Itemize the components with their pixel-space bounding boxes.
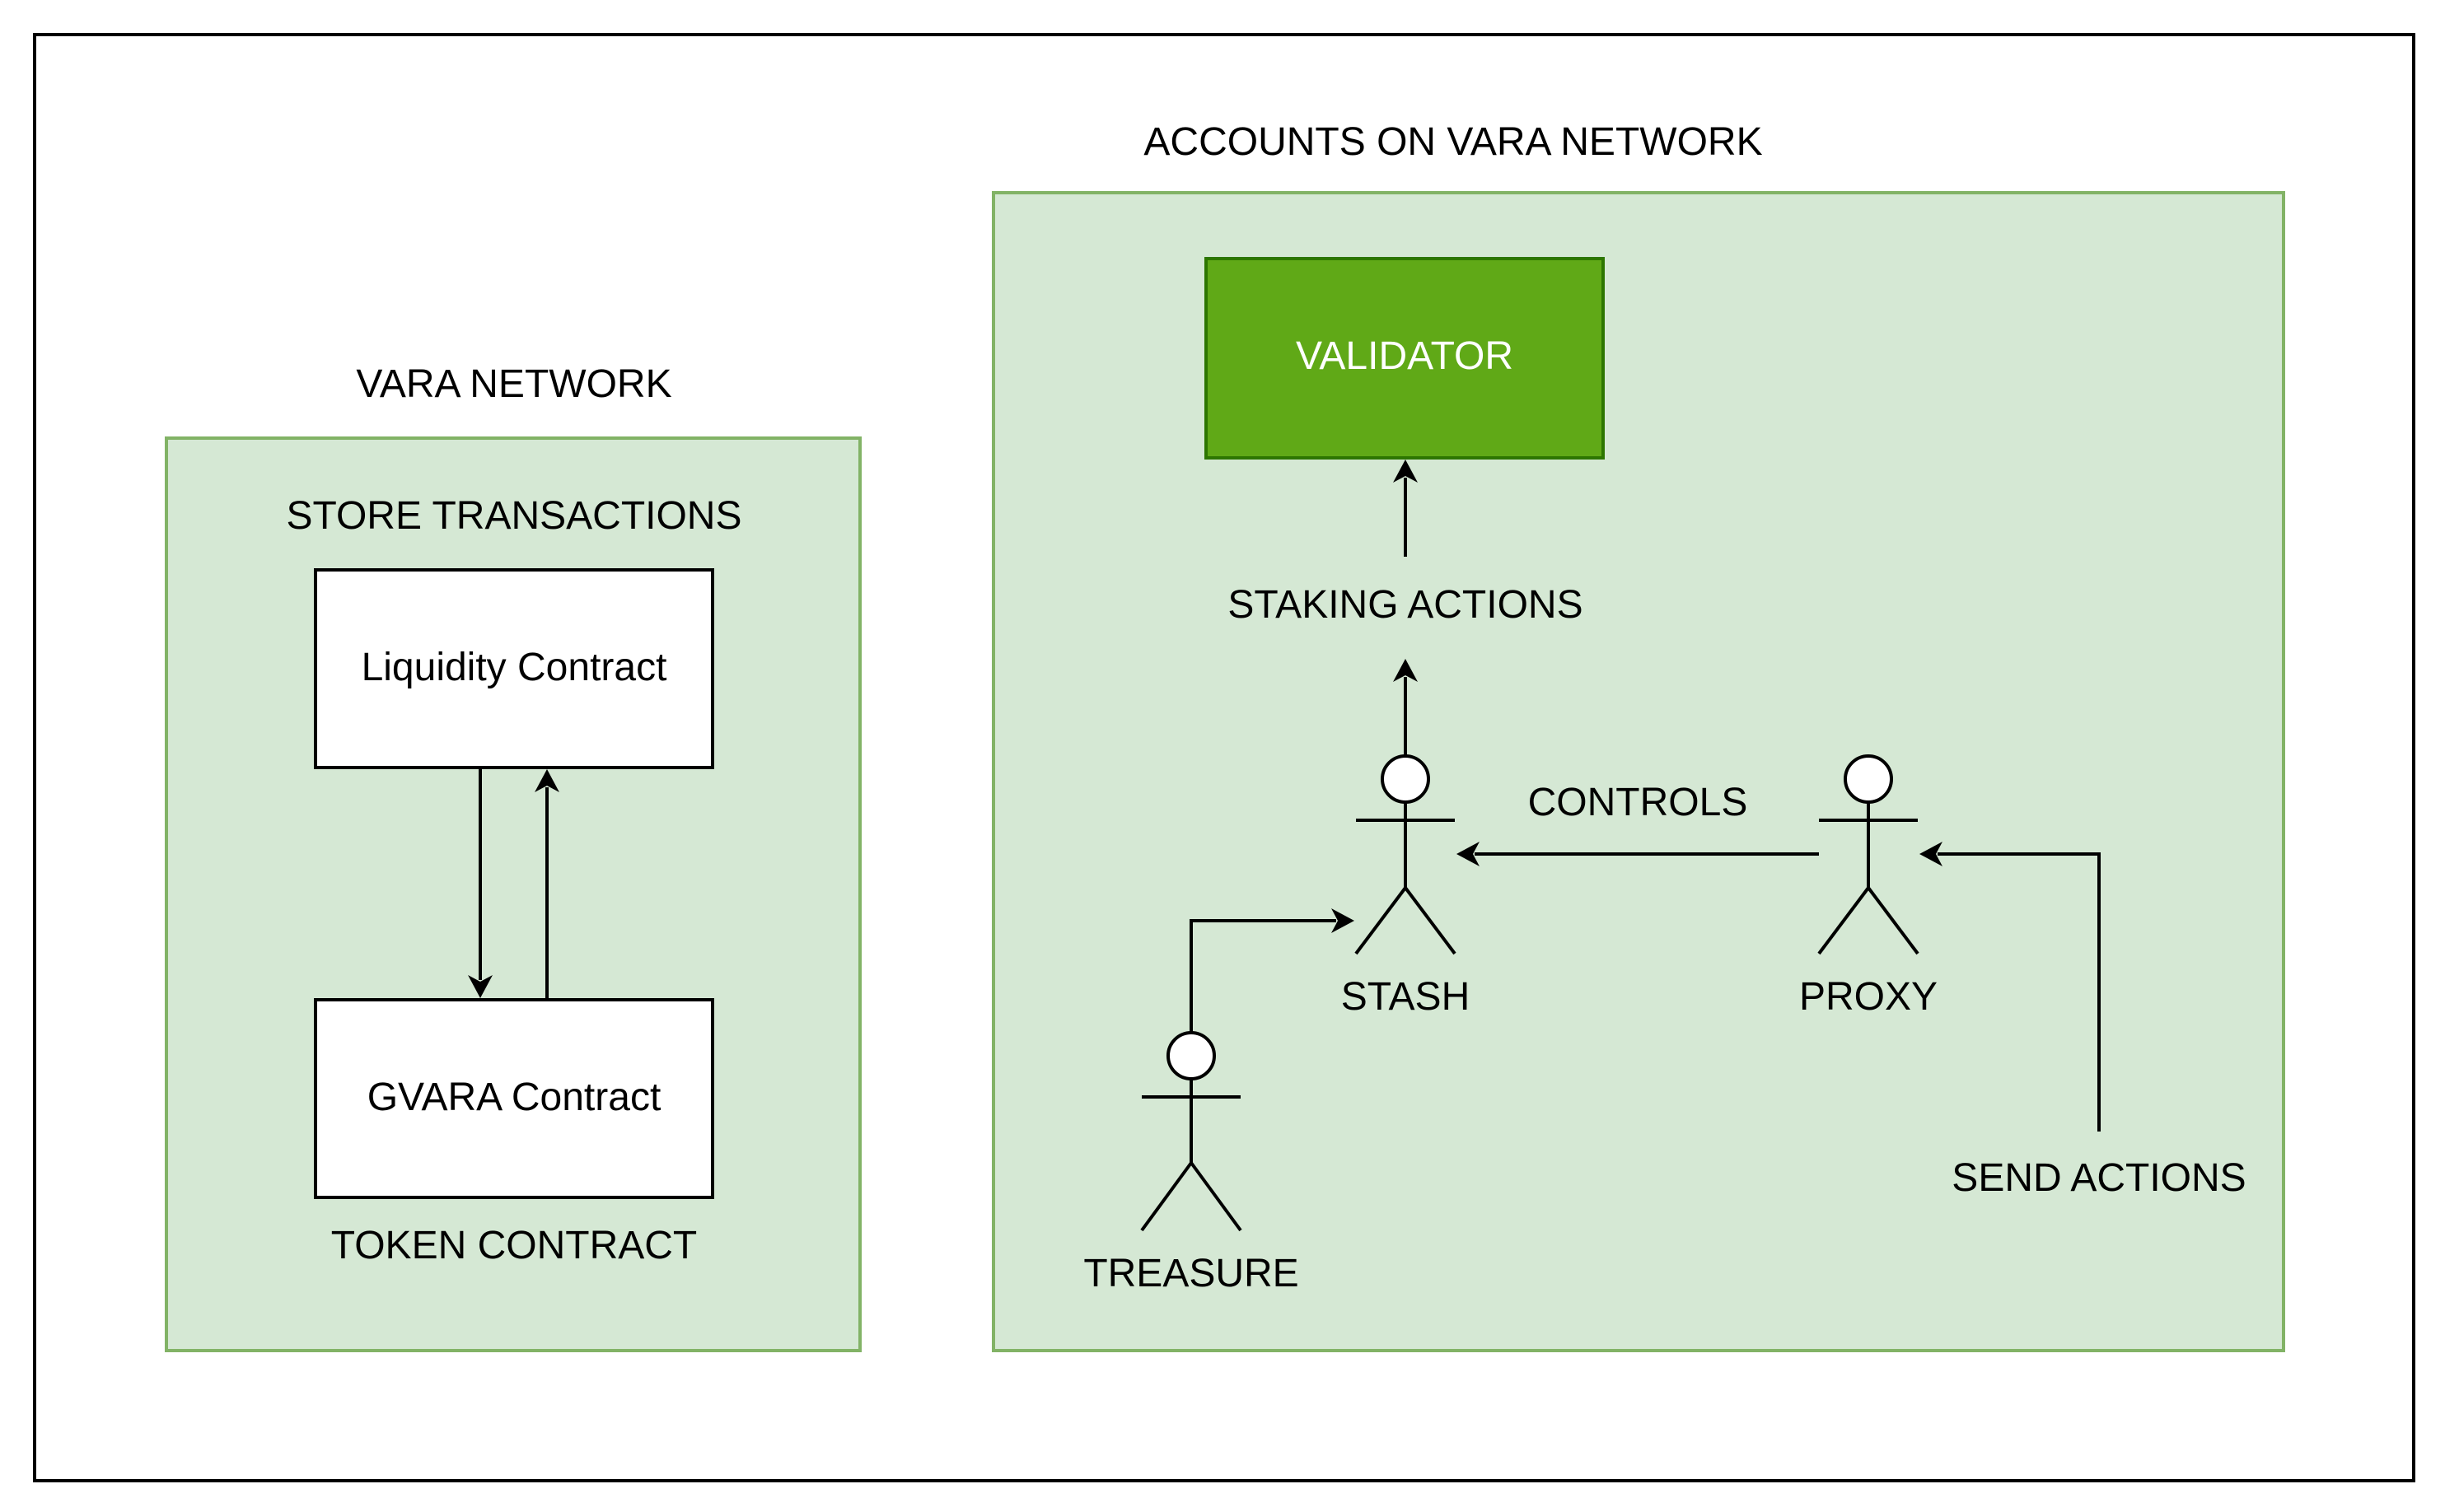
liquidity-contract-box [314, 568, 714, 769]
arrow-send-to-proxy [1938, 852, 2101, 1132]
arrowhead-up-staking [1393, 659, 1418, 682]
arrowhead-down-gvara [468, 975, 493, 998]
send-actions-label: SEND ACTIONS [1952, 1156, 2246, 1200]
accounts-title: ACCOUNTS ON VARA NETWORK [1143, 120, 1762, 164]
arrowhead-up-liquidity [535, 769, 559, 792]
stash-actor [1354, 754, 1456, 955]
staking-actions-label: STAKING ACTIONS [1227, 583, 1582, 627]
proxy-actor [1817, 754, 1919, 955]
proxy-label: PROXY [1799, 975, 1938, 1019]
arrowhead-up-validator [1393, 460, 1418, 483]
store-transactions-caption: STORE TRANSACTIONS [287, 494, 742, 538]
token-contract-caption: TOKEN CONTRACT [331, 1224, 697, 1267]
arrowhead-left-stash [1456, 842, 1480, 866]
stash-label: STASH [1341, 975, 1470, 1019]
arrowhead-left-proxy [1919, 842, 1942, 866]
arrow-treasure-to-stash [1190, 919, 1336, 1033]
validator-label: VALIDATOR [1296, 334, 1513, 378]
validator-box [1204, 257, 1605, 460]
gvara-contract-label: GVARA Contract [367, 1076, 662, 1119]
arrowhead-right-stash [1331, 908, 1354, 933]
gvara-contract-box [314, 998, 714, 1199]
treasure-label: TREASURE [1083, 1252, 1298, 1295]
liquidity-contract-label: Liquidity Contract [362, 646, 667, 689]
vara-network-title: VARA NETWORK [356, 362, 671, 406]
controls-label: CONTROLS [1528, 781, 1748, 824]
